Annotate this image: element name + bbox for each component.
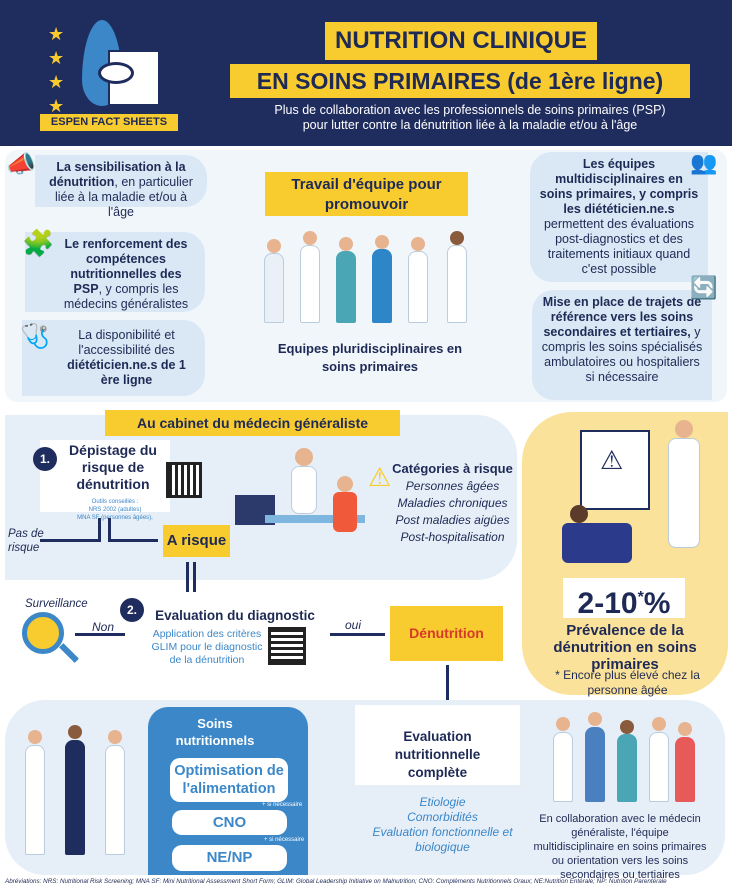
dietitians-text: La disponibilité et l'accessibilité des [78,328,175,357]
tools-heading: Outils conseillés : [91,499,139,505]
risk-category: Post-hospitalisation [400,530,505,544]
right-box-teams: Les équipes multidisciplinaires en soins… [530,152,708,282]
warning-icon: ⚠ [368,462,392,492]
prevalence-label: Prévalence de la dénutrition en soins pr… [553,622,697,673]
gp-title: Au cabinet du médecin généraliste [105,410,400,436]
care-title: Soins nutritionnels [175,716,255,748]
evaluation-item: Evaluation fonctionnelle et biologique [372,825,513,854]
skills-bold: Le renforcement des compétences nutritio… [64,237,188,296]
at-risk-arrow [108,539,158,542]
risk-category: Maladies chroniques [397,496,508,510]
step1-number: 1. [33,447,57,471]
no-risk-arrow [40,539,100,542]
care-item-optimisation: Optimisation de l'alimentation [170,758,288,802]
subtitle: Plus de collaboration avec les professio… [230,103,710,133]
step1-title: Dépistage du risque de dénutrition [69,442,157,492]
surveillance-label: Surveillance [25,598,88,610]
evaluation-item: Etiologie [419,795,466,809]
referral-text: y compris les soins spécialisés ambulato… [541,325,703,384]
down-arrow [186,562,189,592]
dietitians-bold: diététicien.ne.s de 1 ère ligne [67,358,186,387]
qr-code-glim[interactable] [268,627,306,665]
doctor-consult-illustration [235,440,365,550]
risk-categories-title: Catégories à risque [392,461,513,476]
megaphone-icon: 📣 [6,151,36,178]
if-needed-label: + si nécessaire [264,837,305,843]
prevalence-star: * [637,589,644,606]
skills-text: , y compris les médecins généralistes [63,282,189,311]
oui-label: oui [345,618,362,632]
step2-text: Application des critères GLIM pour le di… [151,628,263,666]
teams-text: permettent des évaluations post-diagnost… [543,217,695,276]
logo-label: ESPEN FACT SHEETS [40,114,178,131]
prevalence-value-box: 2-10*% [563,578,685,620]
non-arrow [75,633,125,636]
title-line1: NUTRITION CLINIQUE [325,22,597,60]
awareness-text: , en particulier liée à la maladie et/ou… [54,175,193,219]
eye-icon [98,62,134,84]
subtitle-line1: Plus de collaboration avec les professio… [274,103,666,117]
prevalence-note: * Encore plus élevé chez la personne âgé… [555,668,700,697]
footer-abbreviations: Abréviations: NRS: Nutritional Risk Scre… [5,878,667,885]
at-risk-box: A risque [163,525,230,557]
non-label: Non [92,620,115,634]
step1-tools: Outils conseillés : NRS 2002 (adultes) M… [55,498,175,522]
subtitle-line2: pour lutter contre la dénutrition liée à… [302,118,638,132]
step2-number: 2. [120,598,144,622]
puzzle-icon: 🧩 [22,228,55,258]
prevalence-value: 2-10 [577,587,638,620]
tool-mna: MNA SF (personnes âgées), [77,515,153,521]
risk-categories: Catégories à risque Personnes âgées Mala… [390,460,515,546]
oui-arrow [330,633,385,636]
no-risk-label: Pas de risque [8,528,44,554]
magnifier-check-icon [22,612,64,654]
tool-nrs: NRS 2002 (adultes) [88,507,142,513]
left-box-awareness: La sensibilisation à la dénutrition, en … [35,155,207,219]
step2-title: Evaluation du diagnostic [155,608,315,623]
awareness-bold: La sensibilisation à la dénutrition [49,160,186,189]
down-arrow-evaluation [446,665,449,703]
connector-line [108,518,111,542]
care-item-cno: CNO [172,810,287,835]
evaluation-title: Evaluation nutritionnelle complète [394,729,481,780]
eu-stars-icon: ★★★★ [48,24,65,116]
right-box-referral: Mise en place de trajets de référence ve… [532,290,712,400]
down-arrow [193,562,196,592]
doctor-patient-illustration: ⚠ [560,415,710,565]
qr-code-screening[interactable] [166,462,202,498]
title-line2: EN SOINS PRIMAIRES (de 1ère ligne) [230,64,690,98]
risk-category: Post maladies aigües [395,513,510,527]
care-item-ne-np: NE/NP [172,845,287,871]
connector-line [98,518,101,542]
header: ★★★★ ESPEN FACT SHEETS NUTRITION CLINIQU… [0,0,732,146]
left-box-skills: Le renforcement des compétences nutritio… [25,232,205,312]
teams-bold: Les équipes multidisciplinaires en soins… [539,157,699,216]
team-illustration [255,225,480,325]
team-caption: Equipes pluridisciplinaires en soins pri… [277,341,463,374]
collaboration-text: En collaboration avec le médecin général… [533,813,707,881]
magnifier-handle [59,643,79,663]
evaluation-item: Comorbidités [407,810,478,824]
dietitian-icon: 🩺 [20,323,50,350]
evaluation-items: Etiologie Comorbidités Evaluation foncti… [370,795,515,855]
risk-category: Personnes âgées [405,479,500,493]
clinicians-illustration-left [20,725,140,865]
step1-box [40,440,170,512]
denutrition-box: Dénutrition [390,606,503,661]
team-network-icon: 👥 [690,150,718,175]
teamwork-title: Travail d'équipe pour promouvoir [265,172,468,216]
if-needed-label: + si nécessaire [262,802,303,808]
prevalence-unit: % [643,587,671,620]
evaluation-box [355,705,520,785]
team-illustration-right [548,712,698,807]
referral-network-icon: 🔄 [690,275,718,300]
referral-bold: Mise en place de trajets de référence ve… [542,295,702,339]
left-box-dietitians: La disponibilité et l'accessibilité des … [22,320,205,396]
